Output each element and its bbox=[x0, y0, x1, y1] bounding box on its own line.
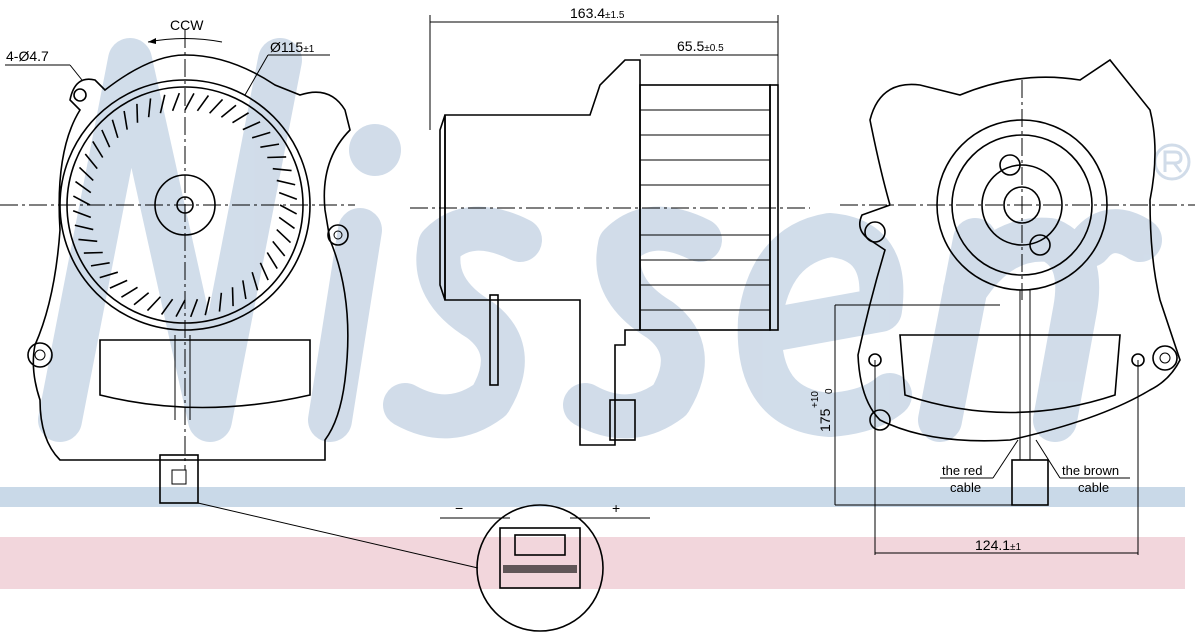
fan-blade bbox=[90, 262, 110, 267]
red-cable-label-2: cable bbox=[950, 480, 981, 495]
brown-cable-label-2: cable bbox=[1078, 480, 1109, 495]
fan-blade bbox=[84, 153, 98, 170]
height-tolerance-lower: 0 bbox=[824, 388, 835, 394]
pink-band bbox=[0, 537, 1185, 589]
plus-label: + bbox=[612, 500, 620, 516]
height-dimension: 175 +10 0 bbox=[810, 388, 835, 432]
fan-blade bbox=[209, 98, 224, 114]
fan-blade bbox=[276, 179, 296, 186]
fan-blade bbox=[72, 195, 91, 206]
fan-blade bbox=[121, 286, 138, 298]
fan-blade bbox=[266, 252, 278, 269]
fan-blade bbox=[242, 121, 261, 131]
fan-blade bbox=[251, 271, 259, 291]
width-dimension: 124.1±1 bbox=[975, 537, 1022, 553]
height-tolerance-upper: +10 bbox=[810, 391, 821, 408]
fan-blade bbox=[232, 112, 249, 124]
fan-blade bbox=[260, 143, 280, 148]
fan-blade bbox=[92, 141, 104, 158]
rotation-label: CCW bbox=[170, 17, 204, 33]
registered-mark bbox=[1153, 143, 1191, 181]
fan-blade bbox=[78, 238, 98, 243]
fan-blade bbox=[147, 98, 152, 118]
fan-blade bbox=[189, 298, 199, 318]
fan-blade bbox=[72, 209, 92, 219]
fan-blade bbox=[231, 287, 234, 307]
fan-blade bbox=[160, 298, 174, 315]
length-dimension: 163.4±1.5 bbox=[570, 5, 625, 21]
fan-blade bbox=[175, 299, 186, 318]
fan-blade bbox=[171, 92, 181, 112]
front-view: CCW 4-Ø4.7 Ø115±1 bbox=[0, 17, 355, 504]
watermark-logo bbox=[38, 38, 1191, 442]
fan-blade bbox=[259, 262, 269, 281]
fan-blade bbox=[133, 292, 150, 306]
fan-blade bbox=[204, 296, 211, 316]
wheel-dimension: 65.5±0.5 bbox=[677, 38, 724, 54]
fan-blade bbox=[267, 156, 287, 159]
fan-blade bbox=[74, 224, 94, 231]
fan-blade bbox=[272, 240, 286, 257]
fan-blade bbox=[272, 167, 292, 172]
fan-blade bbox=[83, 251, 103, 254]
fan-blade bbox=[159, 94, 166, 114]
fan-blade bbox=[111, 119, 119, 139]
fan-blade bbox=[278, 191, 298, 201]
side-view: 163.4±1.5 65.5±0.5 bbox=[410, 5, 810, 446]
fan-blade bbox=[184, 92, 195, 111]
fan-blade bbox=[146, 296, 161, 312]
fan-blade bbox=[101, 129, 111, 148]
diameter-label: Ø115±1 bbox=[270, 39, 315, 55]
brown-cable-label: the brown bbox=[1062, 463, 1119, 478]
fan-blade bbox=[109, 279, 128, 289]
fan-blade bbox=[278, 216, 295, 230]
fan-blade bbox=[218, 292, 223, 312]
height-dimension-main: 175 bbox=[817, 408, 833, 432]
rear-view: 175 +10 0 124.1±1 the red cable the brow… bbox=[810, 58, 1195, 555]
fan-blade bbox=[99, 271, 119, 279]
fan-blade bbox=[136, 103, 139, 123]
fan-blade bbox=[279, 204, 298, 215]
fan-blade bbox=[123, 110, 128, 130]
fan-blade bbox=[276, 229, 292, 244]
fan-blade bbox=[75, 180, 92, 194]
minus-label: − bbox=[455, 500, 463, 516]
fan-blade bbox=[251, 131, 271, 139]
fan-blade bbox=[220, 104, 237, 118]
red-cable-label: the red bbox=[942, 463, 982, 478]
holes-label: 4-Ø4.7 bbox=[6, 48, 49, 64]
fan-blade bbox=[78, 166, 94, 181]
fan-blade bbox=[196, 95, 210, 112]
connector-detail: − + bbox=[197, 500, 650, 632]
fan-blade bbox=[242, 280, 247, 300]
blue-band bbox=[0, 487, 1185, 507]
